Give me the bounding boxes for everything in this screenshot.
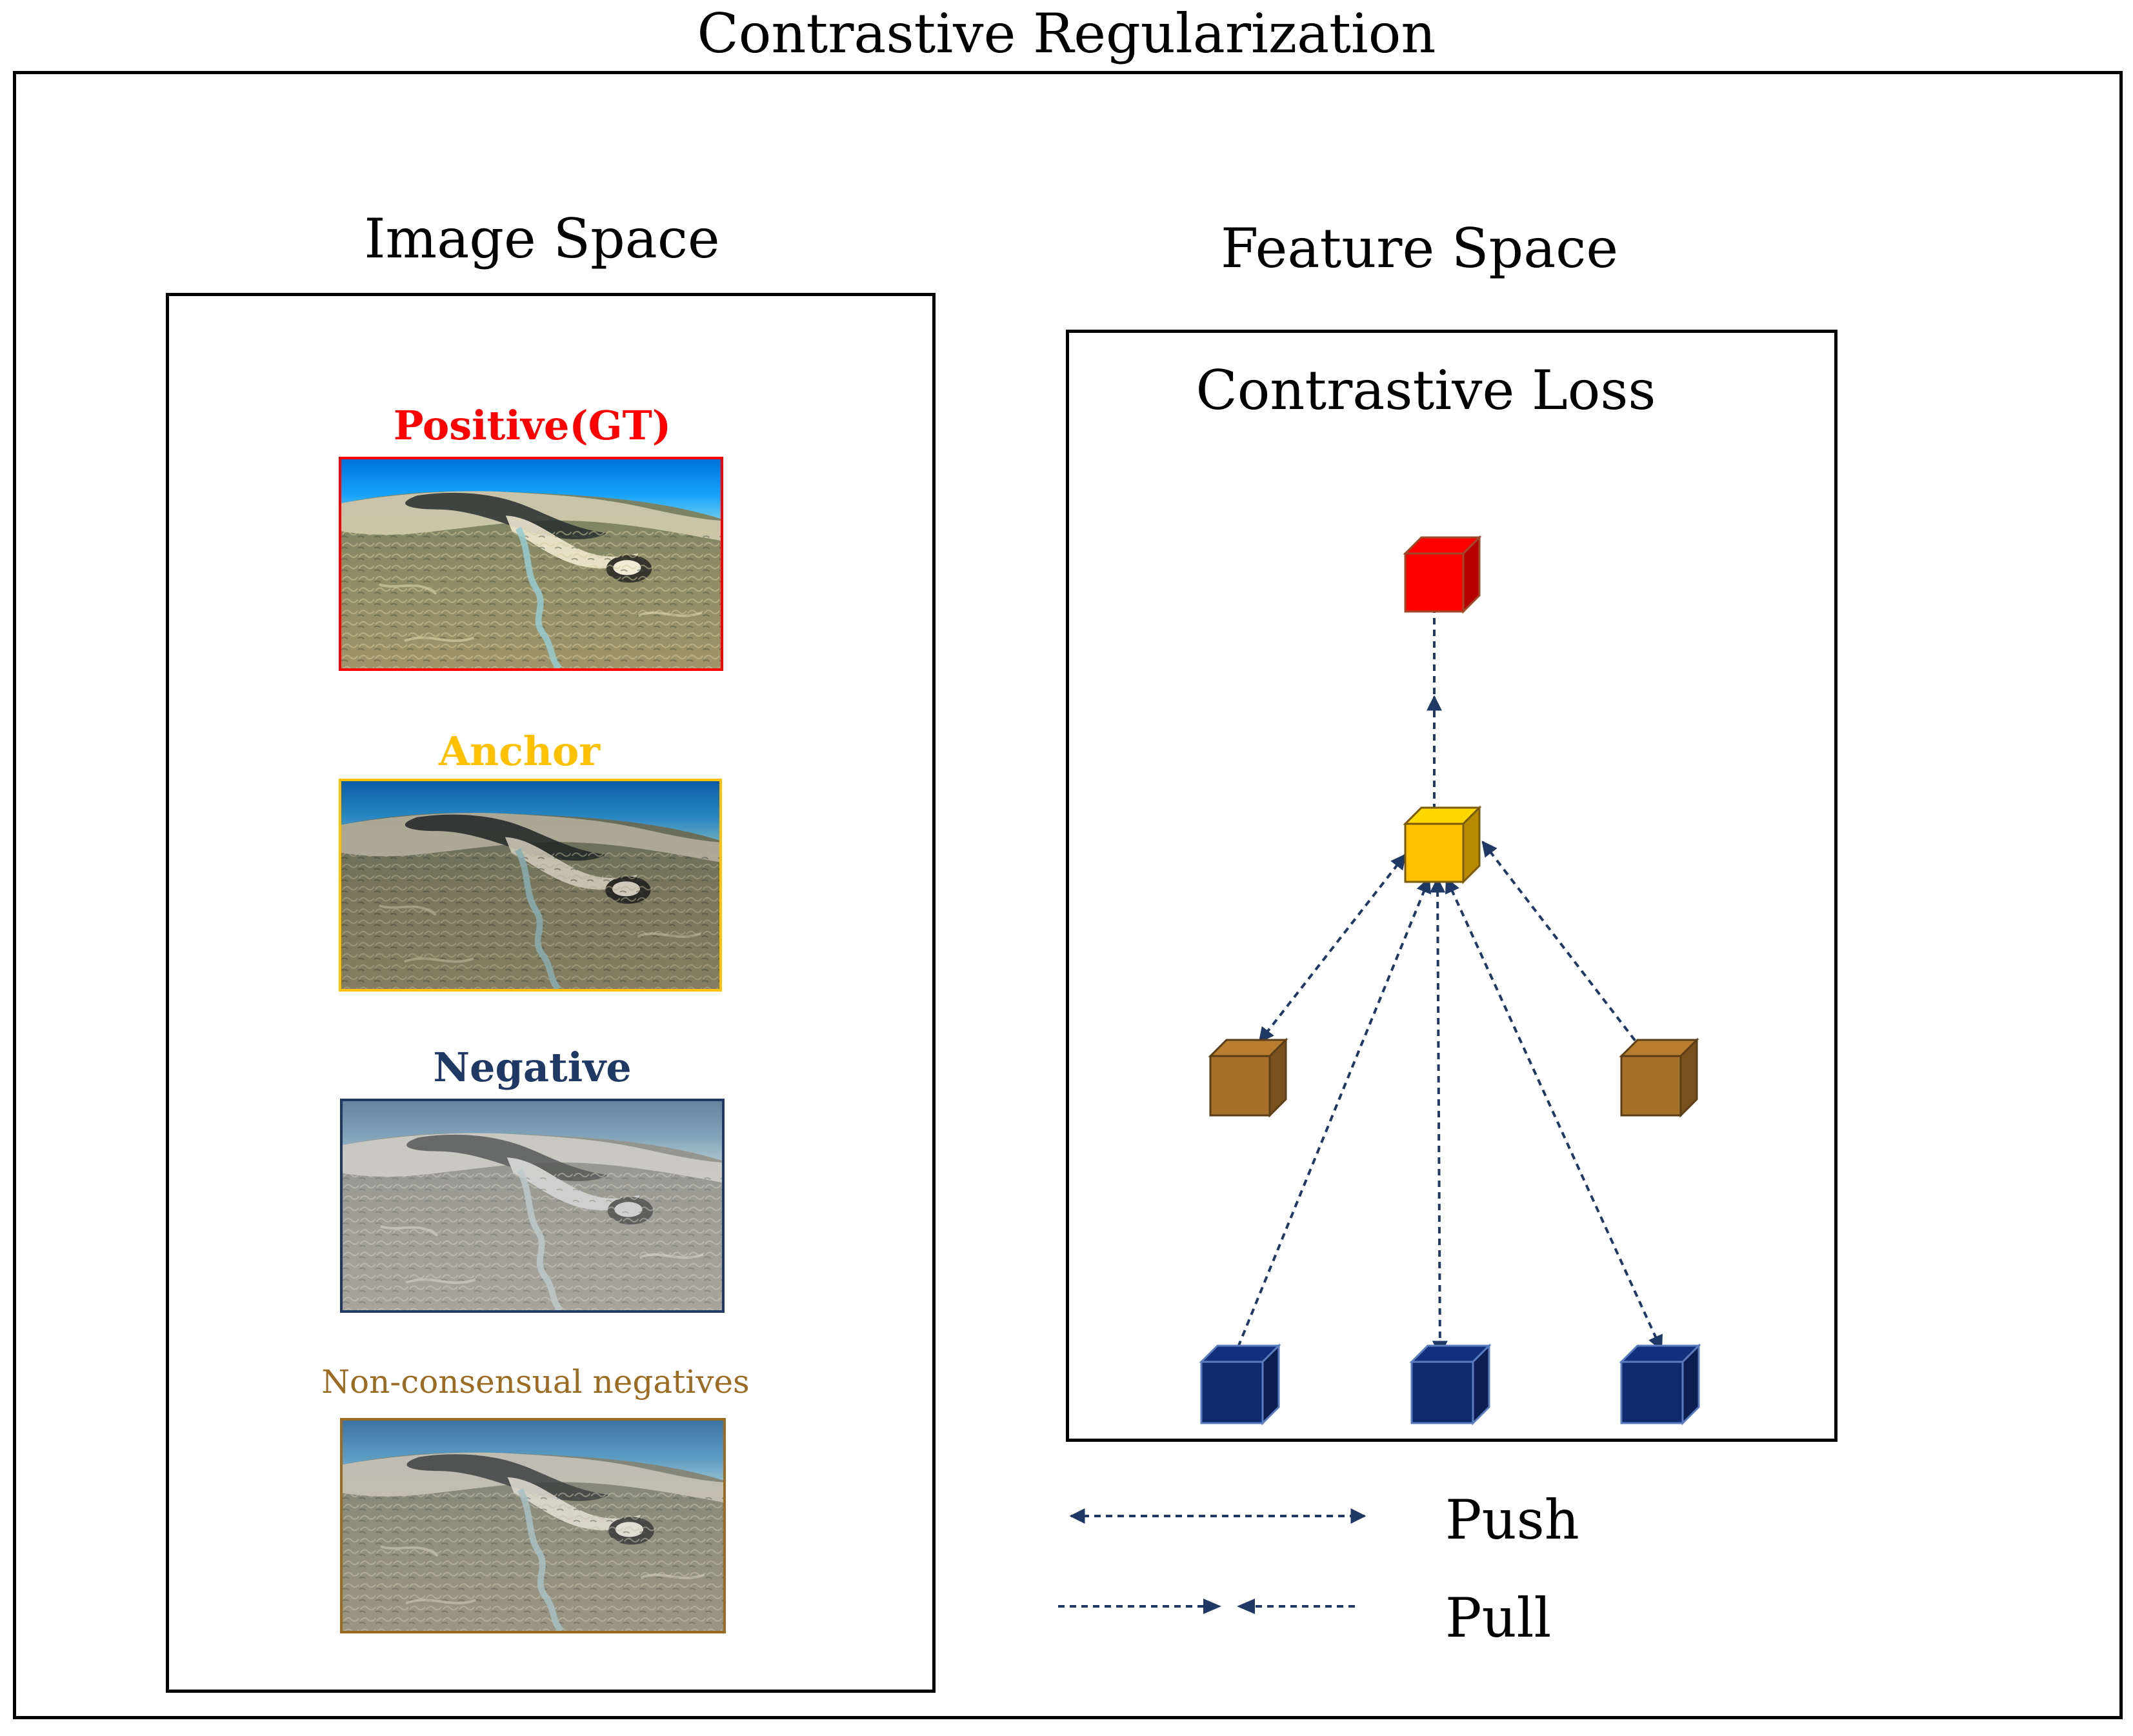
non-consensual-cube-right xyxy=(1619,1037,1699,1118)
anchor-cube xyxy=(1403,805,1482,884)
negative-image-picture xyxy=(343,1101,722,1310)
figure-title: Contrastive Regularization xyxy=(697,2,1436,65)
negative-cube-left xyxy=(1199,1343,1281,1426)
negative-cube-mid xyxy=(1409,1343,1492,1426)
legend-arrows xyxy=(1058,1508,1367,1614)
anchor-image-picture xyxy=(341,781,719,989)
positive-label: Positive(GT) xyxy=(393,402,672,449)
push-arrow-neg-mid xyxy=(1430,877,1448,1357)
contrastive-loss-title: Contrastive Loss xyxy=(1196,359,1656,422)
push-arrow-neg-right xyxy=(1445,877,1663,1352)
legend-pull-label: Pull xyxy=(1445,1586,1552,1650)
legend-push-label: Push xyxy=(1445,1488,1579,1551)
push-pull-arrows xyxy=(1230,606,1663,1363)
non-consensual-image xyxy=(340,1418,726,1633)
feature-space-panel xyxy=(1066,330,1838,1442)
legend-pull-arrowhead-right xyxy=(1237,1599,1255,1614)
feature-space-heading: Feature Space xyxy=(1220,217,1619,280)
negative-label: Negative xyxy=(433,1044,632,1091)
image-space-heading: Image Space xyxy=(364,207,720,270)
positive-image-picture xyxy=(341,459,721,668)
push-arrow-nc-left xyxy=(1258,853,1407,1043)
anchor-image xyxy=(339,779,722,992)
negative-image xyxy=(340,1099,725,1313)
negative-cube-right xyxy=(1619,1343,1701,1426)
legend-pull-arrowhead-left xyxy=(1203,1599,1221,1614)
push-arrow-neg-left xyxy=(1230,877,1431,1363)
anchor-label: Anchor xyxy=(438,728,601,775)
image-space-panel xyxy=(166,293,936,1693)
outer-frame xyxy=(13,71,2123,1719)
positive-cube xyxy=(1403,535,1482,614)
push-arrow-nc-right xyxy=(1481,841,1650,1059)
non-consensual-label: Non-consensual negatives xyxy=(321,1363,750,1401)
non-consensual-image-picture xyxy=(343,1421,723,1631)
positive-image xyxy=(339,457,723,671)
non-consensual-cube-left xyxy=(1208,1037,1288,1118)
